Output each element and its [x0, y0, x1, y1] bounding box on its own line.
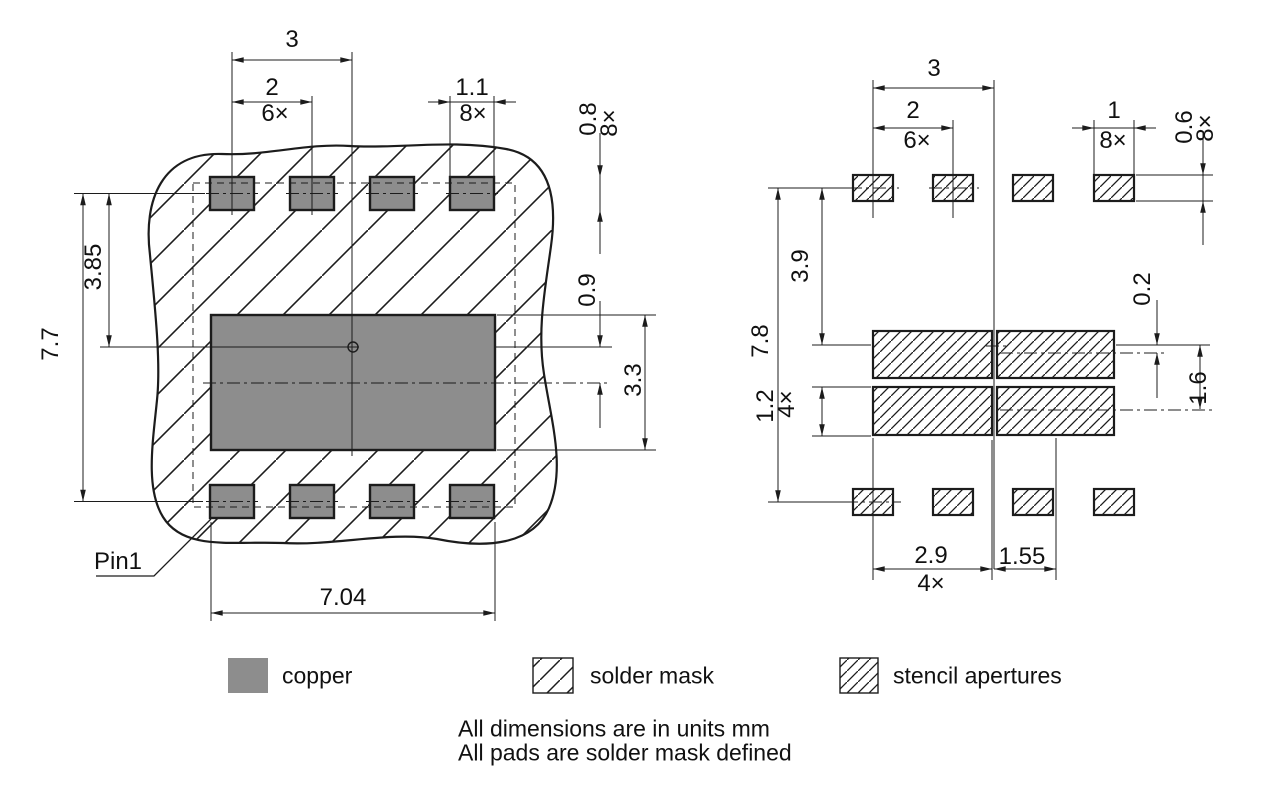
dim-left-overall-width: 7.04: [319, 584, 367, 611]
thermal-aperture: [995, 385, 1116, 437]
thermal-aperture: [871, 329, 994, 380]
thermal-aperture: [995, 329, 1116, 380]
dim-right-row-to-center: 3.9: [787, 249, 814, 283]
note-units: All dimensions are in units mm: [458, 715, 770, 742]
dim-left-pad-width: 1.1: [455, 74, 489, 101]
legend-stencil-apertures-label: stencil apertures: [893, 662, 1062, 689]
dim-right-lower-aperture-center: 1.6: [1185, 371, 1212, 405]
dim-left-center-offset: 0.9: [574, 273, 601, 307]
dim-right-aperture-height-count: 8×: [1192, 114, 1219, 142]
copper-swatch: [228, 658, 268, 693]
stencil-aperture: [1011, 487, 1055, 517]
stencil-aperture: [1092, 487, 1136, 517]
dim-right-pitch-count: 6×: [903, 127, 931, 154]
dim-left-pitch: 2: [265, 74, 279, 101]
dim-right-aperture-width-count: 8×: [1099, 127, 1127, 154]
dim-right-span: 3: [927, 55, 941, 82]
stencil-aperture: [931, 487, 975, 517]
legend-swatches: [228, 657, 879, 694]
dim-left-overall-height: 7.7: [37, 327, 64, 361]
legend-copper-label: copper: [282, 662, 353, 689]
dim-right-overall-height: 7.8: [747, 324, 774, 358]
solder-mask-boundary: [192, 182, 516, 508]
right-dimension-lines: [775, 85, 1206, 572]
dim-left-span: 3: [285, 26, 299, 53]
dim-right-pitch: 2: [906, 97, 920, 124]
solder-mask-swatch: [532, 657, 574, 694]
stencil-aperture: [1011, 173, 1055, 203]
stencil-view: [768, 80, 1213, 580]
dim-left-row-to-center: 3.85: [80, 243, 107, 291]
pin1-leader: [96, 518, 212, 577]
dim-left-pad-width-count: 8×: [459, 100, 487, 127]
left-extension-lines: [74, 52, 656, 621]
copper-land-pattern-view: [74, 52, 656, 621]
note-mask-defined: All pads are solder mask defined: [458, 739, 792, 766]
left-dimension-lines: [80, 57, 648, 616]
dim-right-thermal-aperture-width: 2.9: [914, 542, 948, 569]
dim-right-thermal-aperture-count: 4×: [917, 570, 945, 597]
dim-right-thermal-aperture-offset: 1.55: [998, 543, 1046, 570]
pin1-label: Pin1: [93, 548, 143, 575]
dim-left-thermal-height: 3.3: [620, 363, 647, 397]
dim-left-pitch-count: 6×: [261, 100, 289, 127]
stencil-aperture: [1092, 173, 1136, 203]
dim-left-pad-height-count: 8×: [596, 109, 623, 137]
dim-right-aperture-row-count: 4×: [773, 390, 800, 418]
thermal-aperture: [871, 385, 994, 437]
dim-right-aperture-width: 1: [1107, 97, 1121, 124]
legend-solder-mask-label: solder mask: [590, 662, 714, 689]
dim-right-center-gap: 0.2: [1129, 272, 1156, 306]
stencil-apertures-swatch: [839, 657, 879, 694]
